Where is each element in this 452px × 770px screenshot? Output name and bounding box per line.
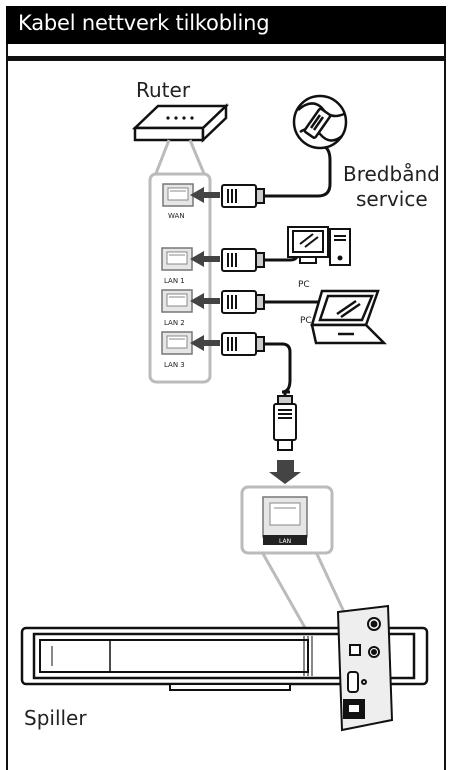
ethernet-plug-icon [221,248,265,272]
broadband-label-line1: Bredbånd [343,162,440,186]
title-bar: Kabel nettverk tilkobling [6,6,446,44]
player-rear-panel [336,604,394,732]
connection-arrows [190,187,220,351]
network-cables [264,143,332,394]
player-callout-lines [260,551,346,641]
page-frame [6,6,446,770]
lan1-port-label: LAN 1 [164,277,185,285]
router-port-panel [148,172,212,384]
lan3-port-label: LAN 3 [164,361,185,369]
desktop-pc-label: PC [298,280,310,290]
wan-port-label: WAN [168,212,185,220]
router-label: Ruter [136,78,191,102]
ethernet-plug-icon [221,184,265,208]
player-vent-hatch [303,636,313,676]
laptop-label: PC [300,316,312,326]
desktop-pc-icon [287,226,351,266]
ethernet-plug-vertical-icon [273,395,297,451]
down-arrow-icon [269,460,301,484]
lan3-port [161,331,193,355]
ethernet-plug-icon [221,332,265,356]
ethernet-plug-icon [221,290,265,314]
router-callout-lines [153,139,207,177]
player-lan-port [262,496,308,545]
laptop-icon [310,289,388,345]
lan1-port [161,247,193,271]
title-underline [6,56,446,61]
wan-port [162,183,194,207]
globe-icon [292,94,348,150]
player-label: Spiller [24,706,87,730]
lan2-port-label: LAN 2 [164,319,185,327]
player-lan-port-label: LAN [279,538,291,545]
lan2-port [161,289,193,313]
page-title: Kabel nettverk tilkobling [18,11,270,35]
router-icon [131,103,230,143]
broadband-label-line2: service [356,187,428,211]
